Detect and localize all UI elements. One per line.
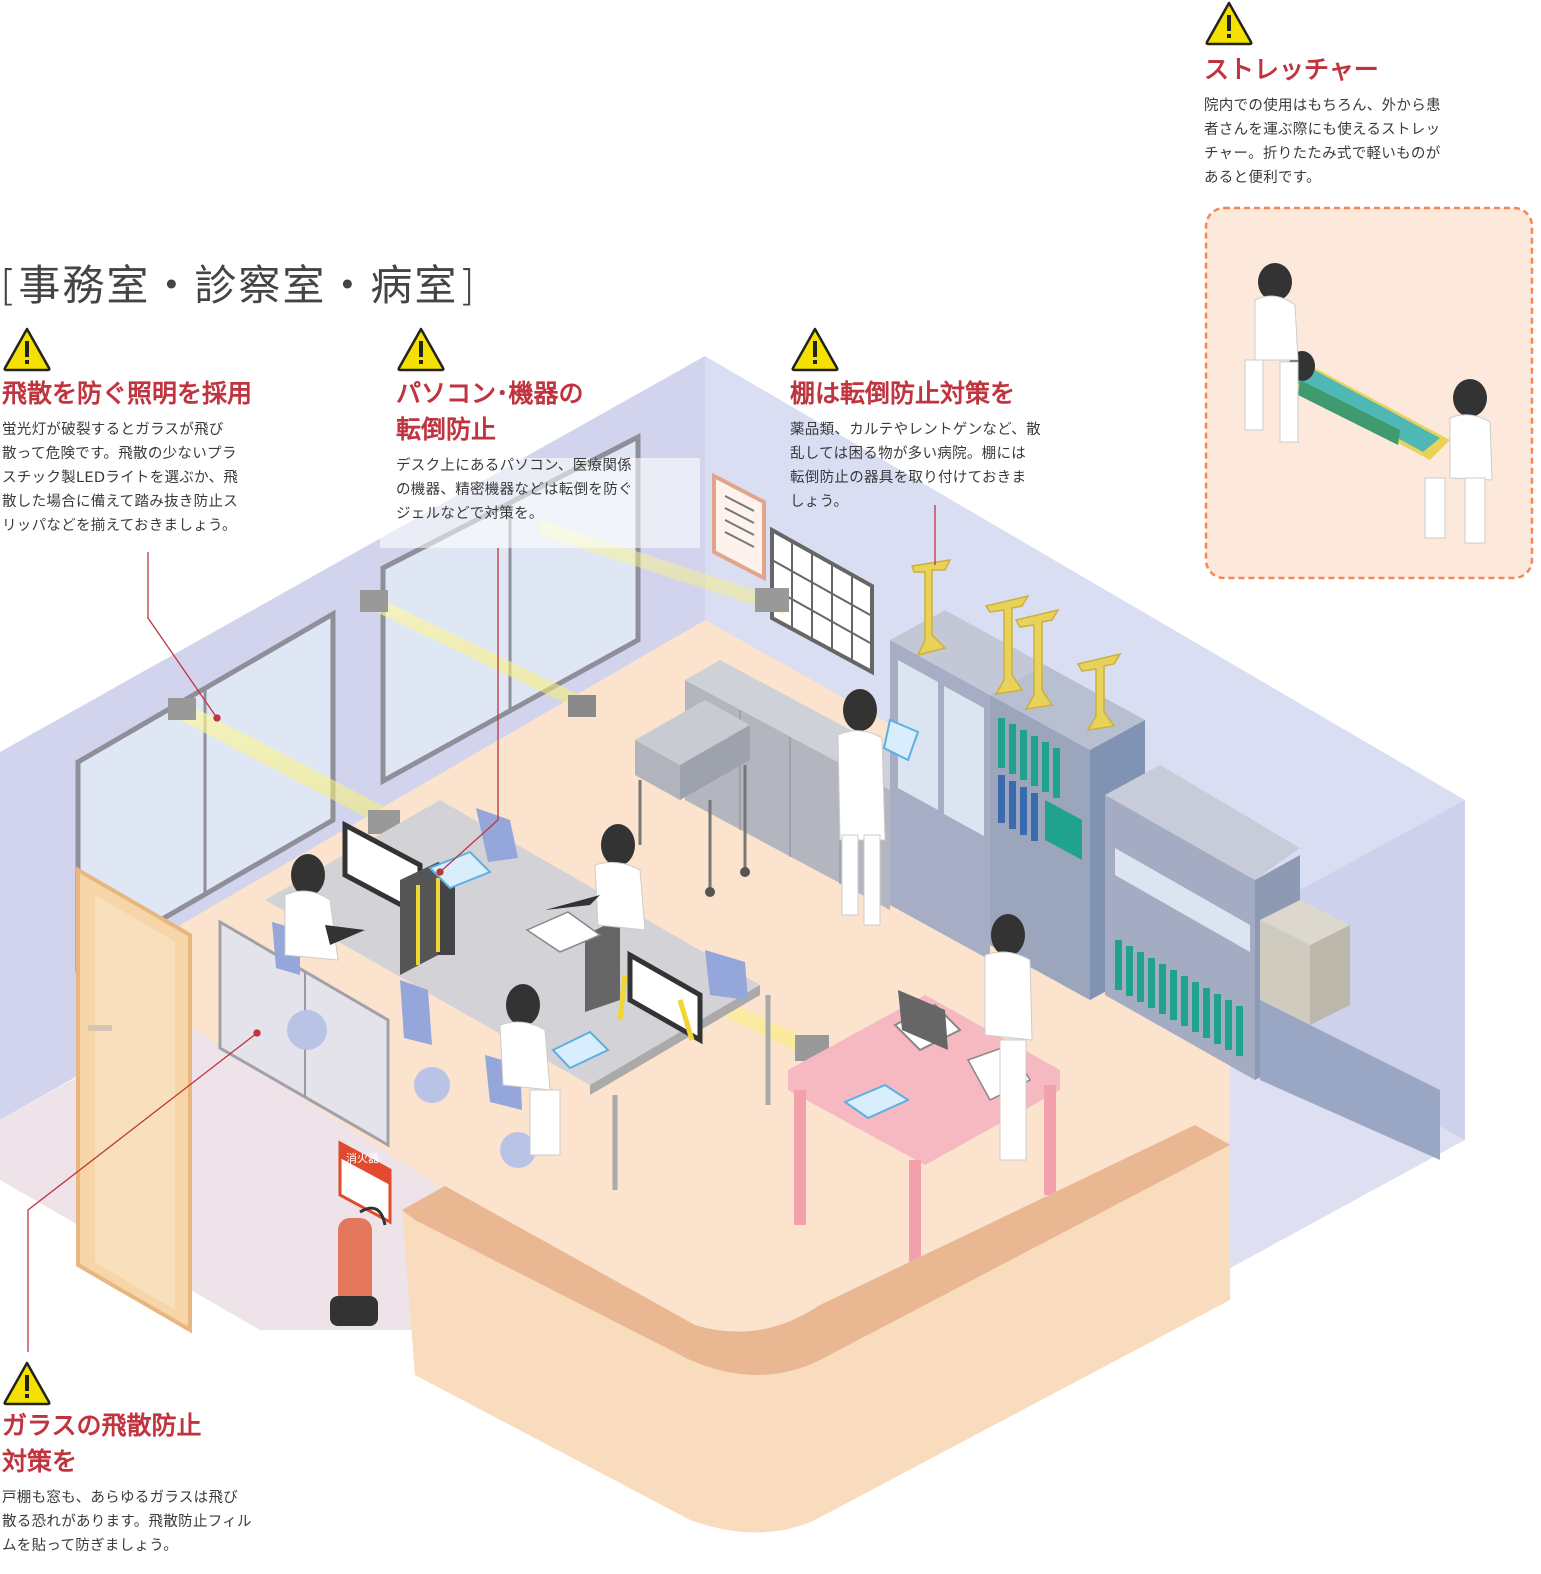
reception-counter [402,1125,1230,1533]
staff-people [284,689,1033,1161]
warning-triangle-icon [1204,0,1254,46]
computer-2 [585,918,703,1045]
callout-shelf-body: 薬品類、カルテやレントゲンなど、散 乱しては困る物が多い病院。棚には 転倒防止の… [790,422,1041,510]
warning-triangle-icon [2,326,52,372]
callout-lighting: 飛散を防ぐ照明を採用 蛍光灯が破裂するとガラスが飛び 散って危険です。飛散の少な… [2,326,312,538]
person-laptop [898,914,1033,1161]
pc-callout-backdrop [380,458,700,548]
notice-board [712,472,766,582]
callout-lighting-body: 蛍光灯が破裂するとガラスが飛び 散って危険です。飛散の少ないプラ スチック製LE… [2,422,239,534]
callout-pc-title: パソコン･機器の 転倒防止 [396,379,584,444]
fire-extinguisher: 消火器 [330,1140,392,1326]
callout-lighting-title: 飛散を防ぐ照明を採用 [2,379,253,408]
callout-shelf: 棚は転倒防止対策を 薬品類、カルテやレントゲンなど、散 乱しては困る物が多い病院… [790,326,1100,514]
warning-triangle-icon [790,326,840,372]
right-shelf [1105,765,1300,1080]
callout-glass: ガラスの飛散防止 対策を 戸棚も窓も、あらゆるガラスは飛び 散る恐れがあります。… [2,1360,312,1558]
person-desk-1 [284,854,365,961]
anti-tip-braces [911,559,1122,731]
callout-stretcher: ストレッチャー 院内での使用はもちろん、外から患 者さんを運ぶ際にも使えるストレ… [1204,0,1524,190]
extinguisher-sign-label: 消火器 [346,1151,379,1165]
callout-shelf-title: 棚は転倒防止対策を [790,379,1016,408]
callout-pc-body: デスク上にあるパソコン、医療関係 の機器、精密機器などは転倒を防ぐ ジェルなどで… [396,458,633,522]
section-title: [事務室・診察室・病室] [0,261,477,310]
desk-papers [428,850,610,1070]
stretcher-illustration [1204,206,1534,580]
warning-triangle-icon [396,326,446,372]
callout-stretcher-body: 院内での使用はもちろん、外から患 者さんを運ぶ際にも使えるストレッ チャー。折り… [1204,98,1441,186]
medical-cart [635,700,750,897]
leader-lines [27,505,936,1352]
callout-glass-body: 戸棚も窓も、あらゆるガラスは飛び 散る恐れがあります。飛散防止フィル ムを貼って… [2,1490,252,1554]
callout-pc: パソコン･機器の 転倒防止 デスク上にあるパソコン、医療関係 の機器、精密機器な… [396,326,696,526]
drawer-cabinet [1260,900,1440,1160]
callout-stretcher-title: ストレッチャー [1204,55,1379,84]
person-desk-3 [499,984,561,1156]
door [76,866,192,1334]
person-desk-2 [545,824,646,931]
person-standing [837,689,920,926]
callout-glass-title: ガラスの飛散防止 対策を [2,1411,202,1476]
warning-triangle-icon [2,1360,52,1406]
